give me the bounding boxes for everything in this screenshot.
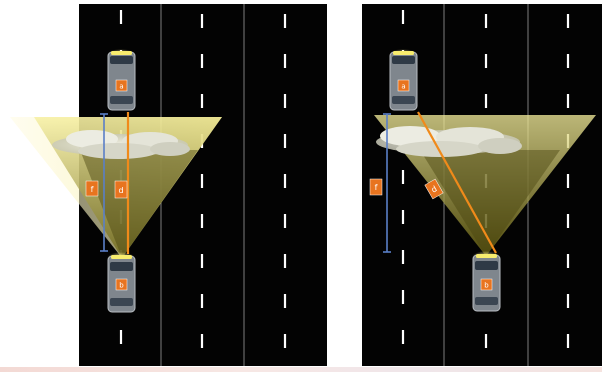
- right-label-d-box: [424, 178, 444, 200]
- right-label-f: f: [375, 183, 378, 192]
- right-label-d: d: [430, 184, 439, 194]
- left-label-d-box: [114, 180, 128, 199]
- right-badge-a: a: [401, 83, 405, 91]
- right-vehicle-top: a: [389, 49, 418, 111]
- left-panel: f d a b: [10, 4, 327, 366]
- right-badge-b-box: [480, 278, 493, 291]
- left-badge-b: b: [119, 282, 124, 290]
- left-label-f-box: [85, 180, 99, 197]
- left-fog-cloud: [52, 130, 190, 159]
- right-headlight-beam-shade: [420, 150, 560, 256]
- left-label-f: f: [91, 185, 94, 194]
- right-label-f-box: [369, 178, 383, 196]
- right-badge-b: b: [484, 282, 489, 290]
- left-badge-a-box: [115, 79, 128, 92]
- right-fog-cloud: [376, 126, 522, 157]
- right-panel: f d a b: [362, 4, 602, 366]
- left-vehicle-top: a: [107, 49, 136, 111]
- left-badge-a: a: [119, 83, 123, 91]
- left-headlight-beam-shade: [80, 150, 198, 258]
- bottom-edge-strip: [0, 367, 602, 372]
- left-badge-b-box: [115, 278, 128, 291]
- left-vehicle-bottom: b: [107, 252, 136, 313]
- left-label-d: d: [118, 186, 123, 195]
- right-badge-a-box: [397, 79, 410, 92]
- right-vehicle-bottom: b: [472, 251, 501, 312]
- right-signal-ray: [417, 111, 497, 254]
